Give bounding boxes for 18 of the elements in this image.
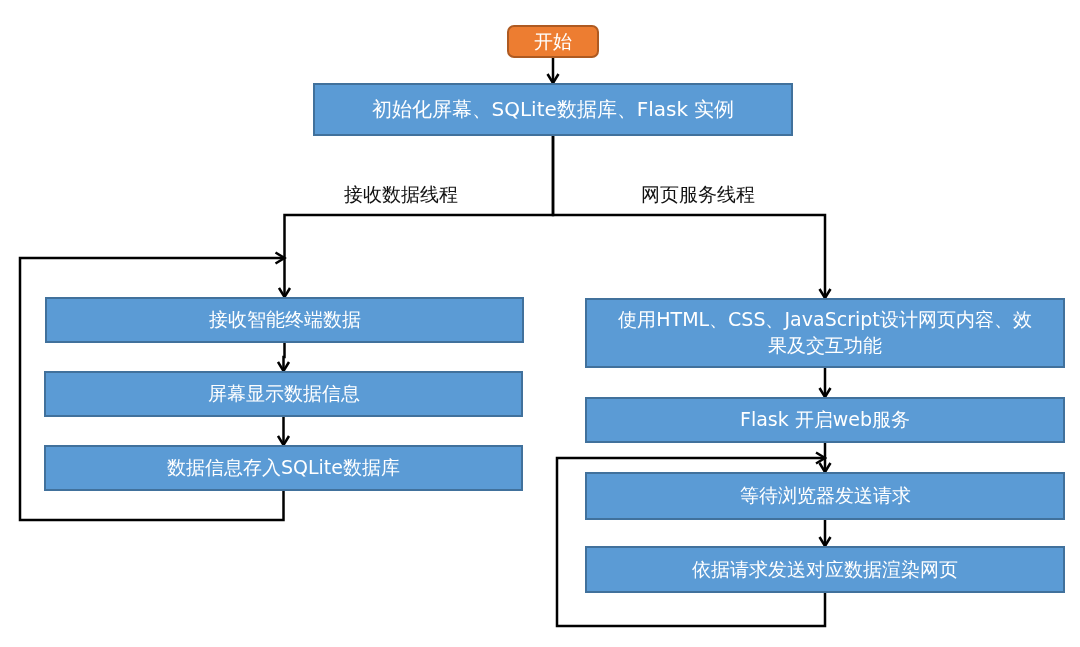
arrow — [18, 251, 286, 522]
process-box: 屏幕显示数据信息 — [44, 371, 523, 417]
arrow — [555, 451, 827, 628]
arrow — [551, 136, 832, 300]
arrow — [818, 520, 832, 548]
arrow — [276, 343, 291, 373]
process-box: 使用HTML、CSS、JavaScript设计网页内容、效果及交互功能 — [585, 298, 1065, 368]
process-box: 数据信息存入SQLite数据库 — [44, 445, 523, 491]
arrow — [818, 368, 832, 399]
process-box: 初始化屏幕、SQLite数据库、Flask 实例 — [313, 83, 793, 136]
arrow — [276, 417, 291, 447]
process-box: Flask 开启web服务 — [585, 397, 1065, 443]
arrow — [818, 443, 832, 474]
process-box: 等待浏览器发送请求 — [585, 472, 1065, 520]
process-box: 接收智能终端数据 — [45, 297, 524, 343]
arrow — [546, 58, 560, 85]
process-box: 依据请求发送对应数据渲染网页 — [585, 546, 1065, 593]
start-box: 开始 — [507, 25, 599, 58]
